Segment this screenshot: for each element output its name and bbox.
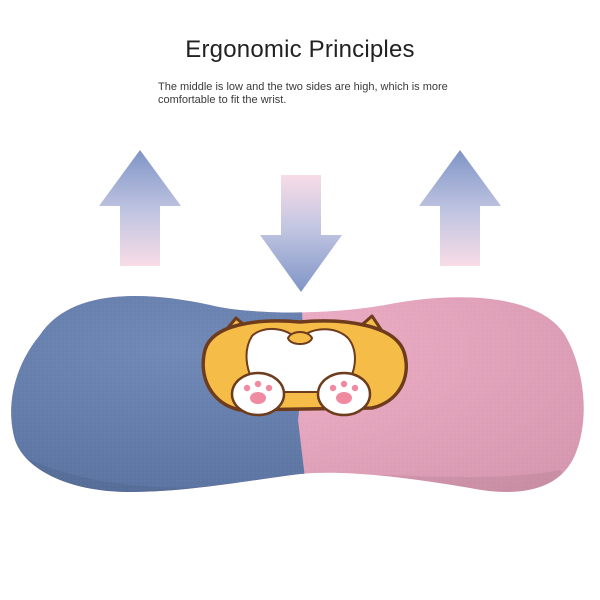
- wrist-rest-pad: [11, 296, 584, 492]
- arrow-up-icon: [99, 150, 181, 266]
- description-text: The middle is low and the two sides are …: [158, 81, 448, 106]
- arrow-up-icon: [419, 150, 501, 266]
- page-title: Ergonomic Principles: [185, 36, 415, 63]
- arrow-down-icon: [260, 175, 342, 292]
- paw-icon: [230, 371, 286, 417]
- paw-icon: [316, 371, 372, 417]
- corgi-graphic: [201, 314, 408, 417]
